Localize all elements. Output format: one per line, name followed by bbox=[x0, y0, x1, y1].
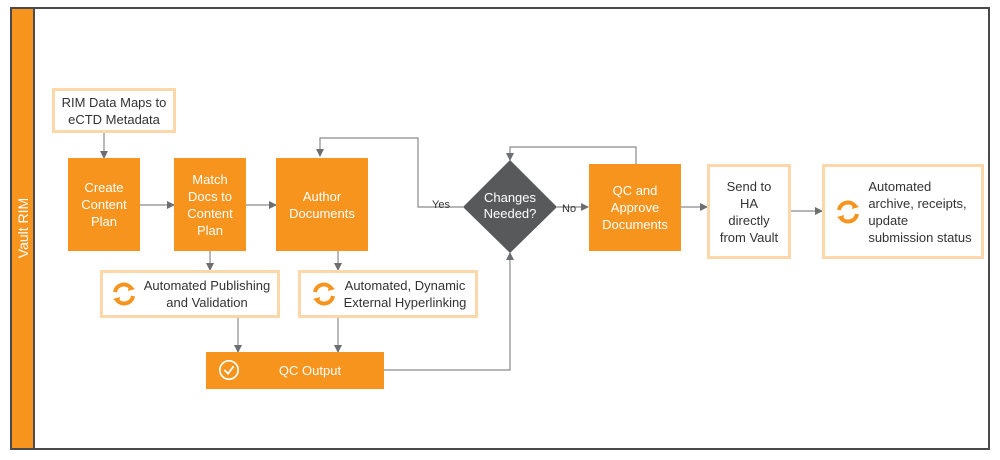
node-author-documents-text: Author Documents bbox=[289, 188, 355, 221]
node-automated-hyperlinking-text: Automated, Dynamic External Hyperlinking bbox=[343, 278, 467, 310]
node-rim-data-maps: RIM Data Maps to eCTD Metadata bbox=[52, 88, 176, 133]
edge-approve-to-decision bbox=[506, 146, 637, 164]
node-send-to-ha-text: Send to HA directly from Vault bbox=[719, 178, 779, 245]
node-qc-output-text: QC Output bbox=[278, 363, 342, 378]
node-qc-approve-text: QC and Approve Documents bbox=[602, 183, 668, 232]
node-send-to-ha: Send to HA directly from Vault bbox=[707, 164, 791, 259]
node-rim-data-maps-text: RIM Data Maps to eCTD Metadata bbox=[61, 94, 167, 127]
node-automated-publishing-text: Automated Publishing and Validation bbox=[143, 278, 271, 310]
node-automated-hyperlinking: Automated, Dynamic External Hyperlinking bbox=[298, 270, 478, 318]
node-create-content-plan-text: Create Content Plan bbox=[81, 180, 127, 229]
swimlane-header bbox=[10, 7, 35, 450]
node-automated-archive-text: Automated archive, receipts, update subm… bbox=[868, 178, 972, 245]
node-automated-archive: Automated archive, receipts, update subm… bbox=[822, 164, 984, 259]
node-qc-output: QC Output bbox=[206, 352, 384, 389]
check-circle-icon bbox=[219, 360, 239, 380]
edge-label-yes: Yes bbox=[432, 199, 450, 211]
decision-label: Changes Needed? bbox=[483, 190, 537, 221]
node-create-content-plan: Create Content Plan bbox=[68, 158, 140, 251]
decision-diamond bbox=[463, 160, 557, 253]
node-qc-approve: QC and Approve Documents bbox=[589, 164, 681, 251]
refresh-cycle-icon bbox=[312, 282, 335, 306]
edge-qc-output-to-decision bbox=[384, 252, 514, 371]
node-author-documents: Author Documents bbox=[276, 158, 368, 251]
refresh-cycle-icon bbox=[112, 282, 135, 306]
node-match-docs: Match Docs to Content Plan bbox=[174, 158, 246, 251]
node-match-docs-text: Match Docs to Content Plan bbox=[187, 171, 233, 238]
node-automated-publishing: Automated Publishing and Validation bbox=[100, 270, 280, 318]
refresh-cycle-icon bbox=[837, 200, 860, 223]
edge-label-no: No bbox=[562, 203, 577, 215]
edge-decision-yes-to-author bbox=[316, 137, 463, 208]
